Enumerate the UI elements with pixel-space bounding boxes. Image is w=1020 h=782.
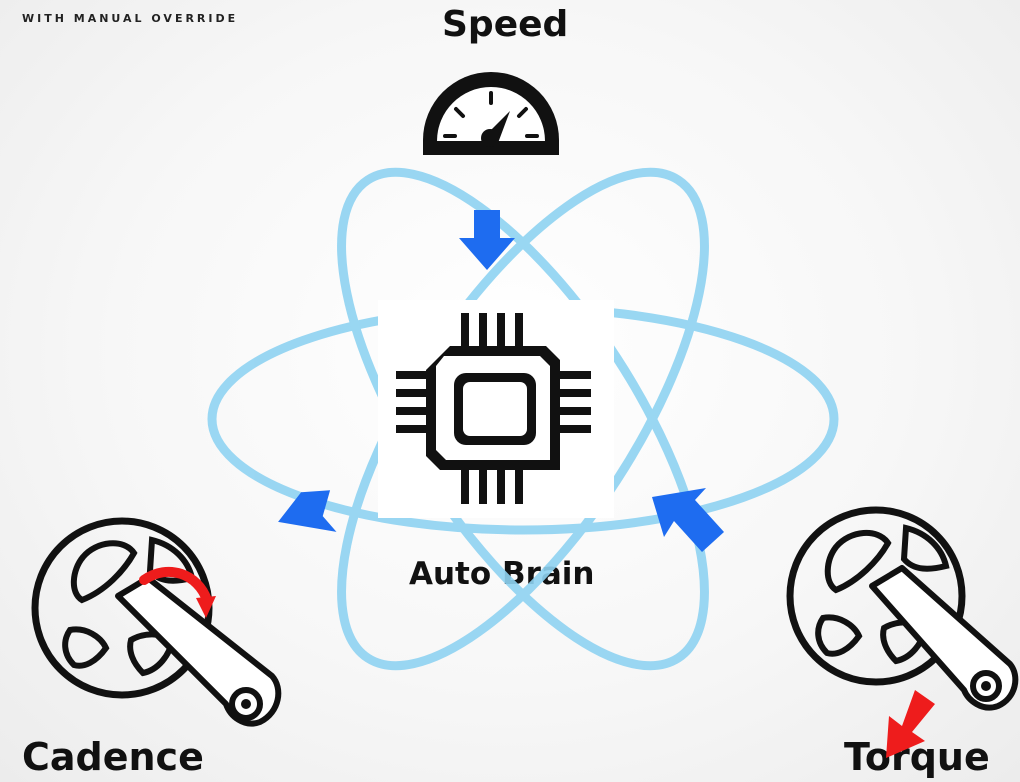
microchip-icon [396, 313, 591, 504]
caption: WITH MANUAL OVERRIDE [22, 12, 239, 25]
arrow-down-icon [459, 210, 515, 270]
crankset-icon [31, 517, 282, 727]
cadence-label: Cadence [22, 735, 204, 779]
speed-label: Speed [442, 4, 569, 45]
arrow-left-in-icon [278, 490, 337, 532]
arrow-right-in-icon [652, 488, 724, 552]
speedometer-icon [423, 72, 559, 155]
torque-arrow-icon [886, 690, 935, 758]
crankset-icon [786, 506, 1019, 711]
